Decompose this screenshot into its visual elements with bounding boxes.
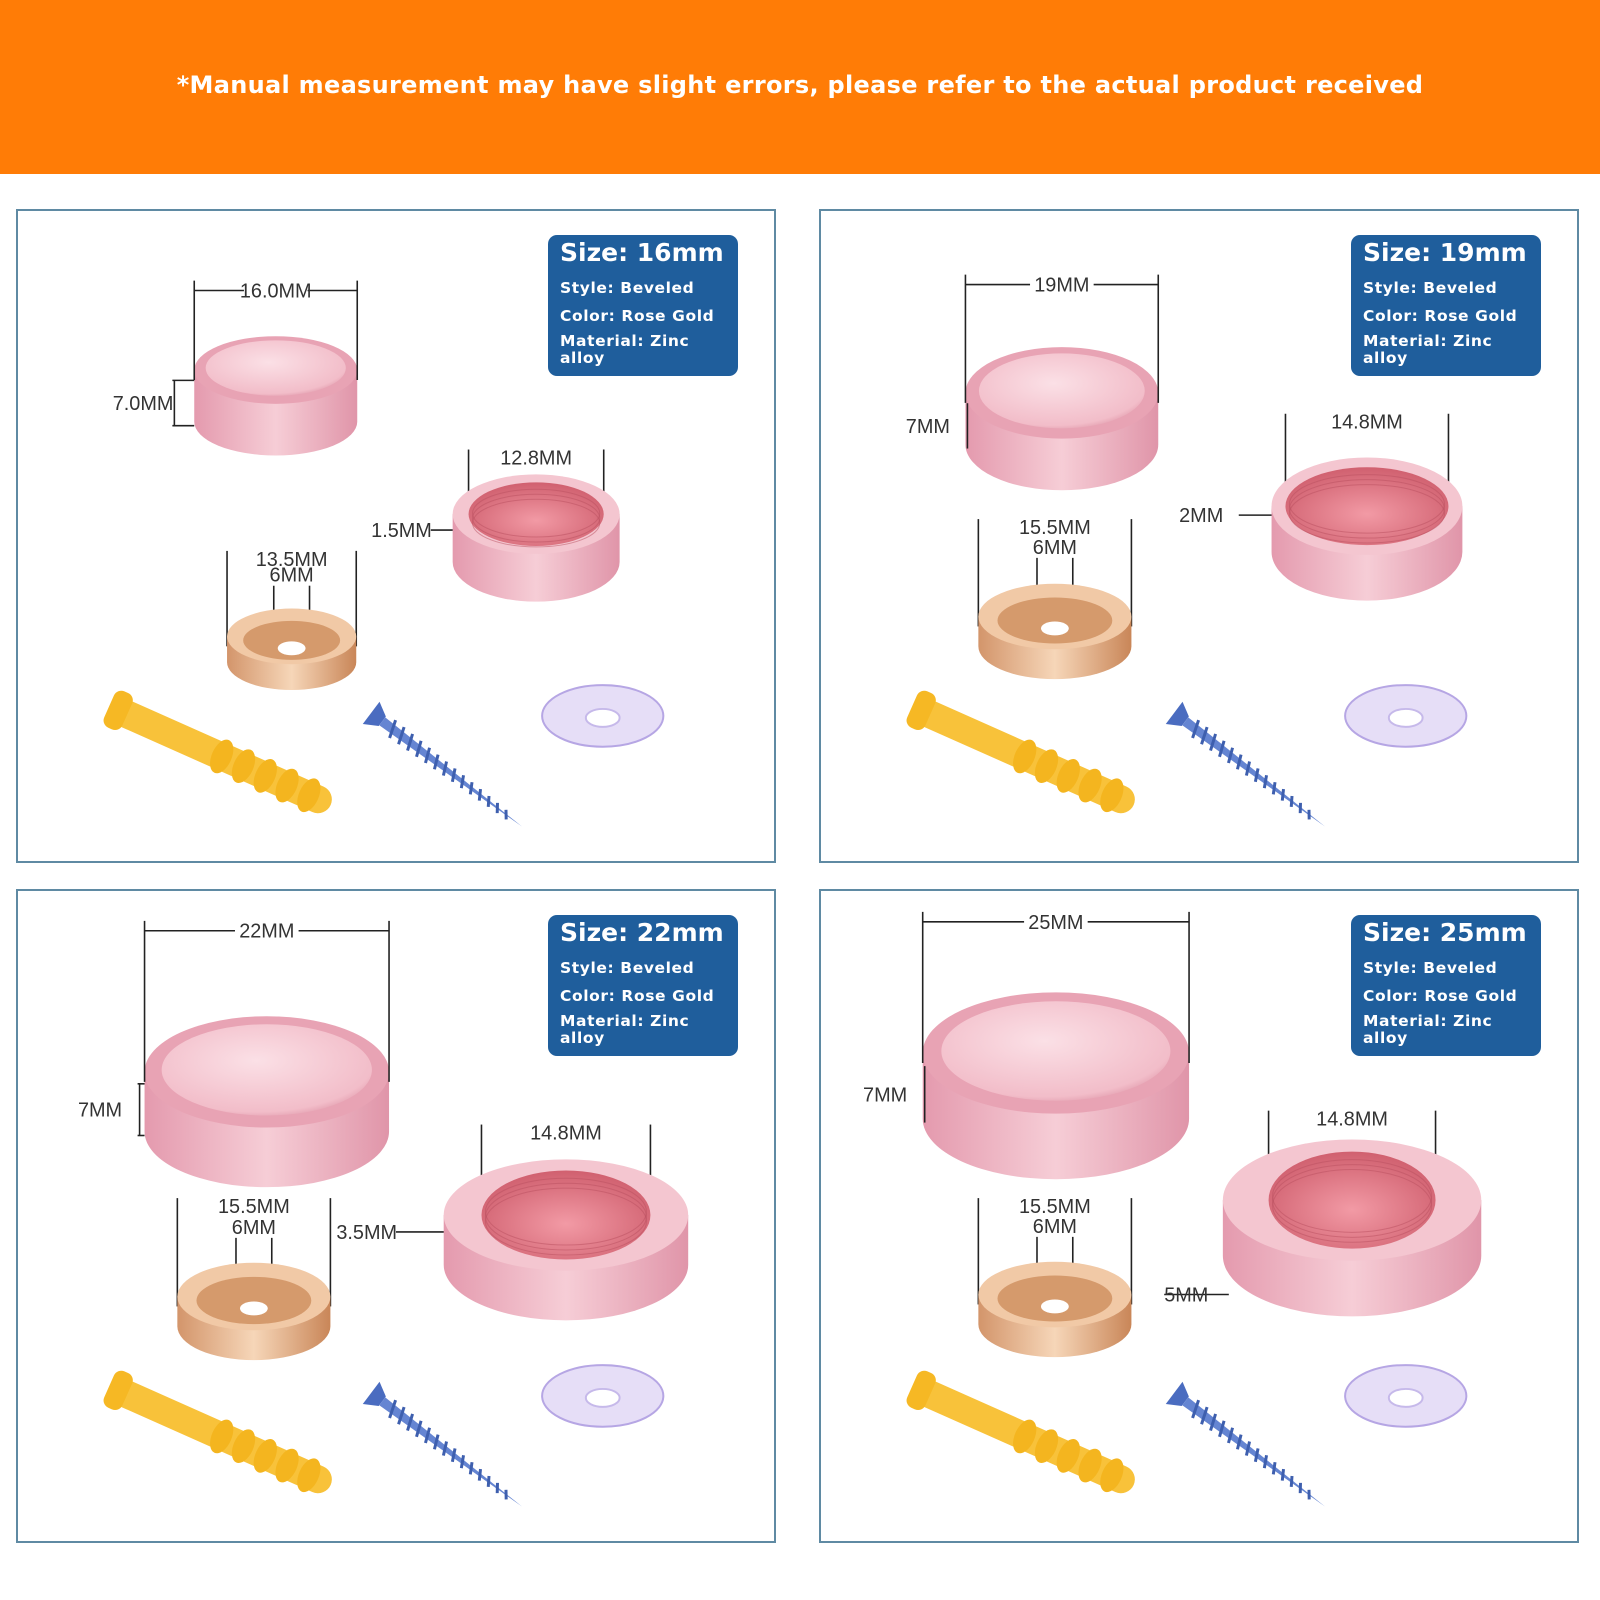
screw <box>362 1381 522 1507</box>
spec-color: Color: Rose Gold <box>560 987 715 1005</box>
washer-outer-diameter-label: 15.5MM <box>1019 517 1091 539</box>
spec-style: Style: Beveled <box>1363 279 1498 297</box>
spec-size: Size: 19mm <box>1363 238 1527 267</box>
decorative-cap <box>144 1016 390 1188</box>
base-wall-label: 1.5MM <box>371 520 432 542</box>
base-wall-label: 2MM <box>1179 505 1223 527</box>
decorative-cap <box>922 992 1190 1180</box>
rubber-pad <box>1344 1364 1468 1428</box>
cap-height-label: 7MM <box>906 416 950 438</box>
spec-size: Size: 25mm <box>1363 918 1527 947</box>
base-inner-diameter-label: 14.8MM <box>1331 412 1403 434</box>
threaded-base <box>1222 1139 1482 1317</box>
spec-style: Style: Beveled <box>560 279 695 297</box>
washer-outer-diameter-label: 13.5MM <box>256 549 328 571</box>
threaded-base <box>1271 457 1463 601</box>
base-wall-label: 3.5MM <box>336 1222 397 1244</box>
decorative-cap <box>965 347 1159 491</box>
disclaimer-banner: *Manual measurement may have slight erro… <box>0 0 1600 174</box>
spec-size: Size: 22mm <box>560 918 724 947</box>
gold-washer <box>227 608 357 691</box>
gold-washer <box>978 1261 1132 1358</box>
cap-height-label: 7MM <box>78 1100 122 1122</box>
screw <box>1165 1381 1325 1507</box>
spec-material: Material: Zinc alloy <box>1363 1012 1493 1047</box>
screw <box>362 701 522 827</box>
spec-size: Size: 16mm <box>560 238 724 267</box>
disclaimer-text: *Manual measurement may have slight erro… <box>176 70 1424 99</box>
rubber-pad <box>541 1364 665 1428</box>
spec-material: Material: Zinc alloy <box>560 1012 690 1047</box>
wall-anchor <box>103 690 332 814</box>
washer-hole-label: 6MM <box>232 1217 276 1239</box>
spec-color: Color: Rose Gold <box>1363 987 1518 1005</box>
spec-color: Color: Rose Gold <box>1363 307 1518 325</box>
washer-outer-diameter-label: 15.5MM <box>1019 1196 1091 1218</box>
spec-style: Style: Beveled <box>560 959 695 977</box>
base-wall-label: 5MM <box>1164 1284 1208 1306</box>
washer-hole-label: 6MM <box>1033 537 1077 559</box>
rubber-pad <box>1344 684 1468 748</box>
washer-hole-label: 6MM <box>270 565 314 587</box>
washer-outer-diameter-label: 15.5MM <box>218 1196 290 1218</box>
rubber-pad <box>541 684 665 748</box>
wall-anchor <box>103 1370 332 1494</box>
cap-diameter-label: 25MM <box>1028 912 1083 934</box>
screw <box>1165 701 1325 827</box>
wall-anchor <box>906 690 1135 814</box>
gold-washer <box>177 1262 331 1361</box>
spec-material: Material: Zinc alloy <box>1363 332 1493 367</box>
cap-height-label: 7MM <box>863 1084 907 1106</box>
gold-washer <box>978 583 1132 680</box>
cap-height-label: 7.0MM <box>113 393 174 415</box>
spec-style: Style: Beveled <box>1363 959 1498 977</box>
base-inner-diameter-label: 14.8MM <box>530 1122 602 1144</box>
cap-diameter-label: 19MM <box>1034 275 1089 297</box>
threaded-base <box>443 1159 689 1321</box>
spec-color: Color: Rose Gold <box>560 307 715 325</box>
decorative-cap <box>194 336 358 456</box>
washer-hole-label: 6MM <box>1033 1216 1077 1238</box>
threaded-base <box>452 474 620 602</box>
base-inner-diameter-label: 14.8MM <box>1316 1109 1388 1131</box>
spec-material: Material: Zinc alloy <box>560 332 690 367</box>
cap-diameter-label: 22MM <box>239 921 294 943</box>
wall-anchor <box>906 1370 1135 1494</box>
base-inner-diameter-label: 12.8MM <box>500 447 572 469</box>
cap-diameter-label: 16.0MM <box>240 280 312 302</box>
